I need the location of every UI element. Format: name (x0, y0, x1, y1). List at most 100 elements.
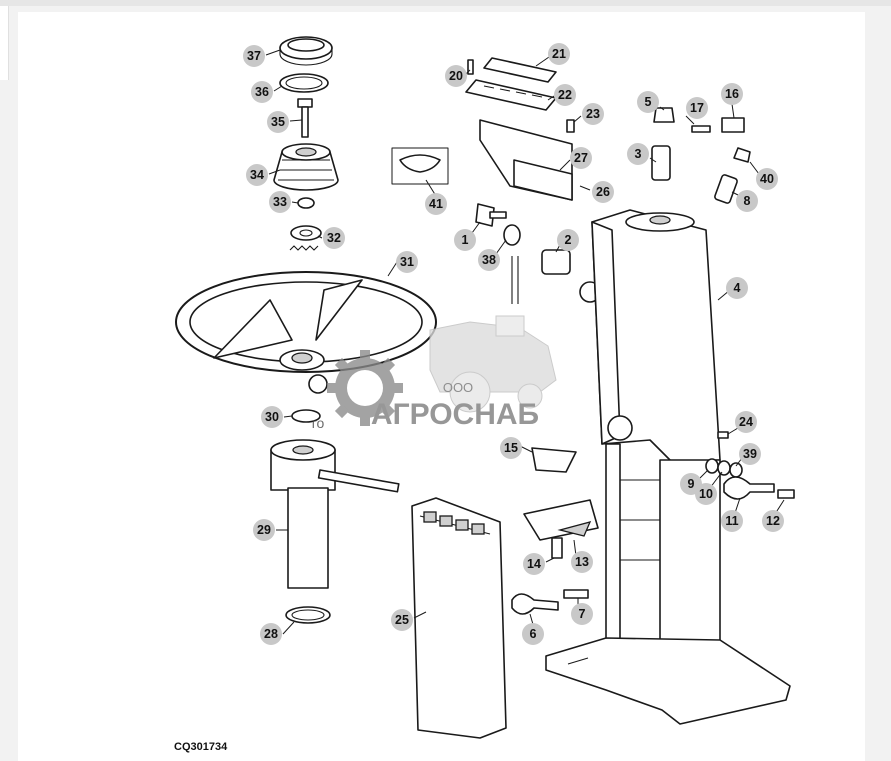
svg-text:21: 21 (552, 47, 566, 61)
svg-text:28: 28 (264, 627, 278, 641)
callout-26: 26 (592, 181, 614, 203)
rocker-switch (714, 174, 738, 204)
decal-plate (483, 57, 557, 83)
dash-housing (479, 119, 573, 201)
callout-28: 28 (260, 623, 282, 645)
callout-group: 37 36 35 34 33 32 31 30 29 28 41 21 20 2… (243, 43, 784, 645)
callout-7: 7 (571, 603, 593, 625)
callout-38: 38 (478, 249, 500, 271)
gear-icon (327, 350, 403, 426)
watermark-fragment: го (312, 415, 325, 431)
callout-17: 17 (686, 97, 708, 119)
callout-24: 24 (735, 411, 757, 433)
svg-text:35: 35 (271, 115, 285, 129)
callout-11: 11 (721, 510, 743, 532)
watermark-brand: АГРОСНАБ (371, 398, 539, 431)
svg-text:36: 36 (255, 85, 269, 99)
ignition-switch (511, 249, 601, 304)
mount-bolt (717, 431, 729, 439)
callout-25: 25 (391, 609, 413, 631)
key-nut (503, 224, 521, 246)
callout-39: 39 (739, 443, 761, 465)
clamp-bolt (777, 489, 795, 499)
combine-harvester-icon (429, 315, 557, 413)
svg-text:31: 31 (400, 255, 414, 269)
svg-text:17: 17 (690, 101, 704, 115)
figure-code: CQ301734 (174, 741, 228, 753)
svg-text:39: 39 (743, 447, 757, 461)
svg-text:40: 40 (760, 172, 774, 186)
callout-10: 10 (695, 483, 717, 505)
indicator-lamp (566, 119, 575, 133)
mount-bracket (523, 499, 599, 541)
callout-1: 1 (454, 229, 476, 251)
bracket-15 (531, 447, 577, 473)
retaining-ring (279, 73, 329, 93)
ignition-key (475, 203, 507, 227)
nut (297, 197, 315, 209)
watermark-prefix: ООО (443, 380, 473, 395)
svg-text:11: 11 (725, 514, 738, 528)
svg-text:20: 20 (449, 69, 463, 83)
callout-15: 15 (500, 437, 522, 459)
pedestal-frame (545, 443, 791, 725)
callout-6: 6 (522, 623, 544, 645)
callout-36: 36 (251, 81, 273, 103)
svg-text:24: 24 (739, 415, 753, 429)
callout-5: 5 (637, 91, 659, 113)
lock-washer (289, 225, 322, 251)
callout-41: 41 (425, 193, 447, 215)
hub-bolt (297, 98, 313, 138)
svg-text:41: 41 (429, 197, 443, 211)
cable-clip (691, 117, 745, 133)
washer-set (705, 458, 743, 478)
callout-14: 14 (523, 553, 545, 575)
svg-text:16: 16 (725, 87, 739, 101)
clamp-6 (511, 593, 559, 615)
knob-cap (733, 147, 751, 163)
svg-text:5: 5 (645, 95, 652, 109)
svg-text:4: 4 (734, 281, 741, 295)
callout-37: 37 (243, 45, 265, 67)
svg-text:14: 14 (527, 557, 541, 571)
svg-text:12: 12 (766, 514, 780, 528)
svg-text:22: 22 (558, 88, 572, 102)
callout-4: 4 (726, 277, 748, 299)
svg-text:10: 10 (699, 487, 713, 501)
svg-text:2: 2 (565, 233, 572, 247)
p-clamp (723, 476, 775, 500)
callout-12: 12 (762, 510, 784, 532)
callout-32: 32 (323, 227, 345, 249)
callout-31: 31 (396, 251, 418, 273)
window-top-strip (0, 0, 891, 6)
svg-text:38: 38 (482, 253, 496, 267)
left-edge-tab (0, 6, 9, 80)
callout-29: 29 (253, 519, 275, 541)
callout-27: 27 (570, 147, 592, 169)
console-housing (591, 209, 721, 463)
callout-16: 16 (721, 83, 743, 105)
bolt-7 (563, 589, 589, 599)
callout-13: 13 (571, 551, 593, 573)
svg-text:33: 33 (273, 195, 287, 209)
watermark: ООО АГРОСНАБ го (312, 315, 557, 431)
bracket-detail-box (391, 147, 449, 185)
switch-knob (653, 107, 675, 123)
svg-text:29: 29 (257, 523, 271, 537)
toggle-switch (651, 145, 671, 181)
svg-text:15: 15 (504, 441, 518, 455)
callout-3: 3 (627, 143, 649, 165)
callout-8: 8 (736, 190, 758, 212)
callout-21: 21 (548, 43, 570, 65)
switch-panel (465, 79, 557, 111)
steering-column-shaft (270, 439, 400, 589)
svg-text:30: 30 (265, 410, 279, 424)
svg-text:6: 6 (530, 627, 537, 641)
horn-cap (279, 36, 333, 66)
svg-text:8: 8 (744, 194, 751, 208)
steering-wheel (175, 271, 437, 394)
svg-text:23: 23 (586, 107, 600, 121)
callout-30: 30 (261, 406, 283, 428)
screw (467, 59, 474, 75)
